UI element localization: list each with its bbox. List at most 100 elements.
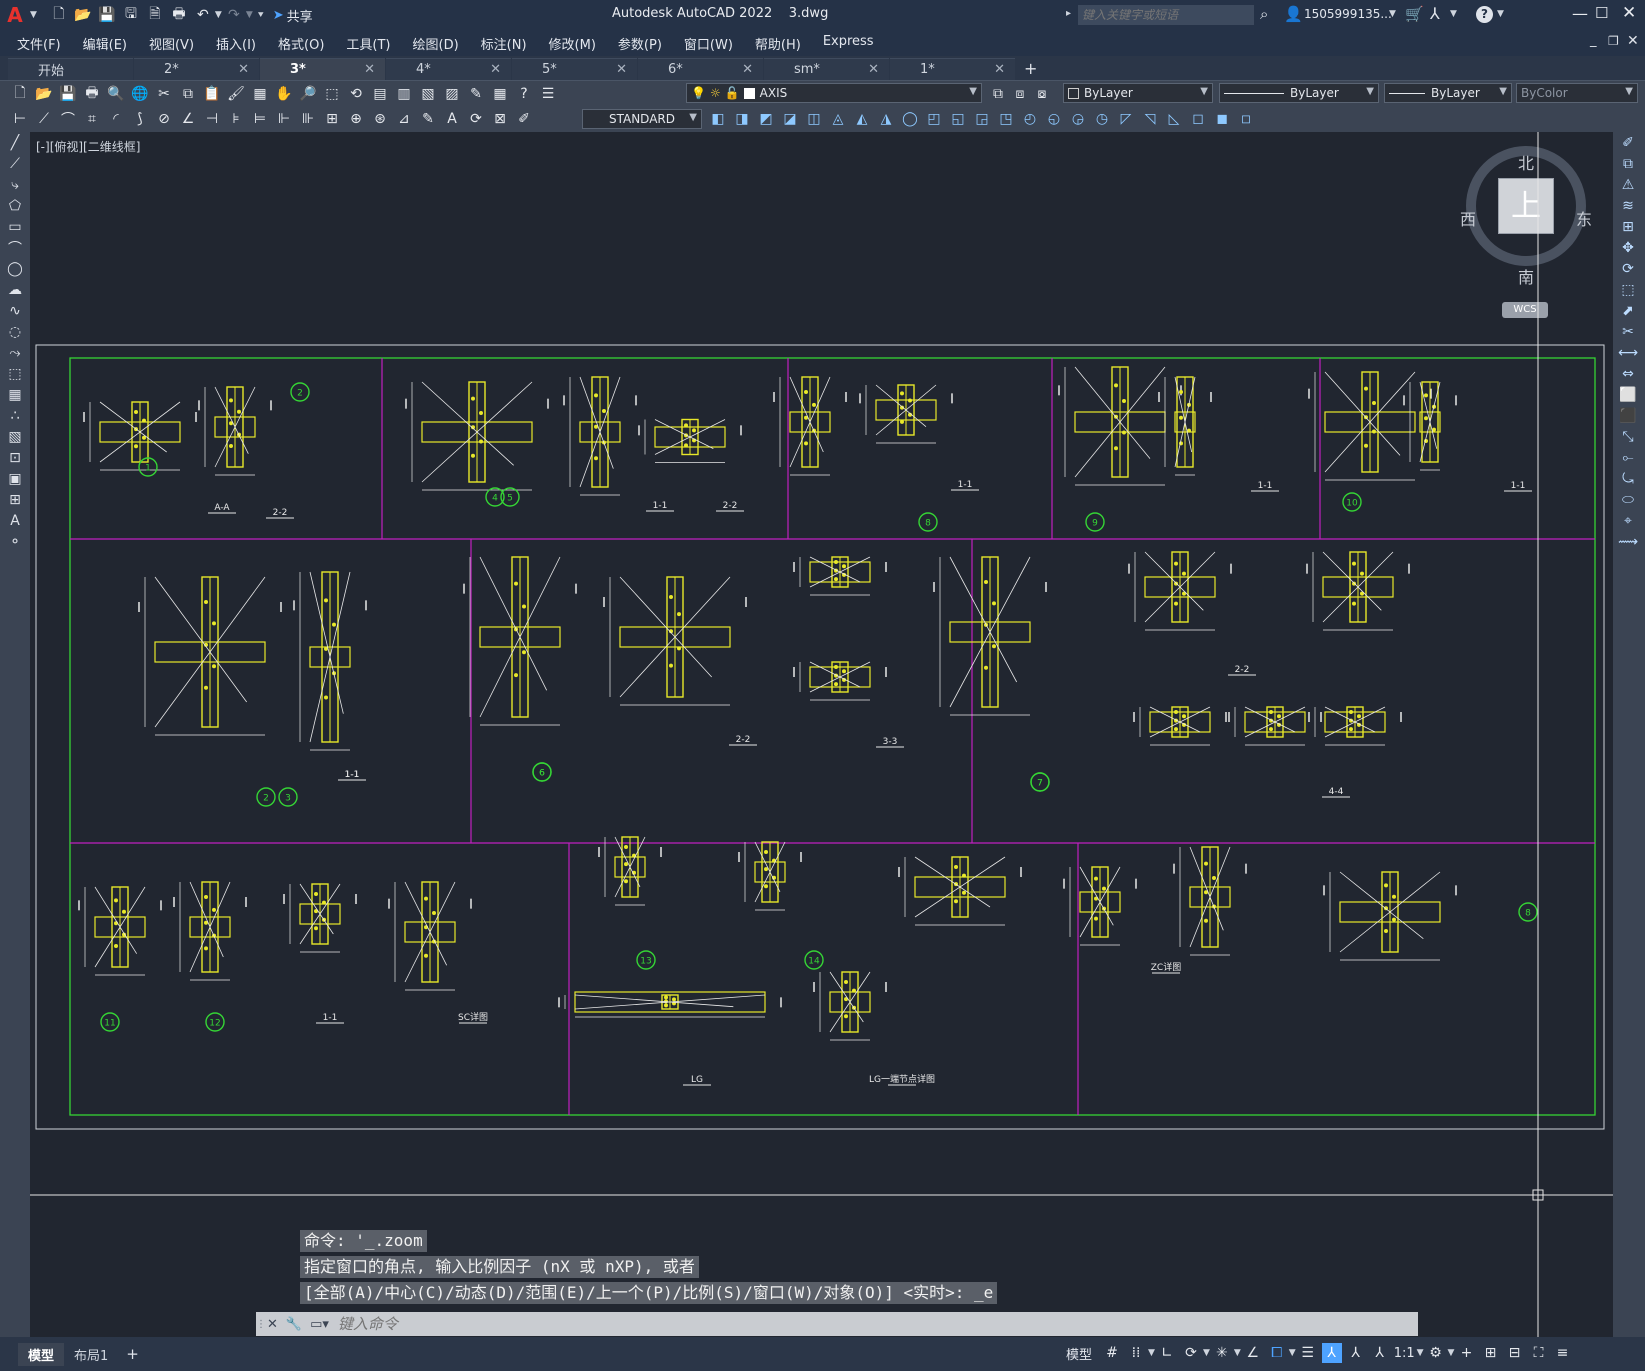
move-icon[interactable]: ✥	[1622, 240, 1634, 256]
dim-jogged-icon[interactable]: ⟆	[137, 111, 143, 127]
scale-dropdown-icon[interactable]: ▼	[1416, 1348, 1424, 1358]
mirror-icon[interactable]: ⚠	[1621, 177, 1635, 193]
scale-icon[interactable]: ⬚	[1621, 282, 1635, 298]
dim-update-icon[interactable]: ⟳	[470, 111, 482, 127]
box-icon[interactable]: ◳	[999, 111, 1013, 127]
clean-screen-icon[interactable]: ⛶	[1533, 1345, 1544, 1361]
qnew-icon[interactable]: 🗋	[14, 84, 26, 101]
search-expand-icon[interactable]: ▸	[1066, 8, 1072, 19]
paste-icon[interactable]: 📋	[203, 85, 221, 102]
compass-east[interactable]: 东	[1576, 210, 1593, 229]
doc-minimize-icon[interactable]: _	[1590, 33, 1597, 48]
web-mobile-icon[interactable]: 🗎	[149, 6, 161, 22]
doc-restore-icon[interactable]: ❐	[1608, 34, 1619, 48]
tolerance-icon[interactable]: ⊞	[326, 111, 338, 127]
zoom-realtime-icon[interactable]: 🔎	[299, 85, 317, 102]
compass-south[interactable]: 南	[1518, 268, 1535, 287]
inspect-icon[interactable]: ⊛	[374, 111, 386, 127]
color-combo[interactable]: ByLayer ▼	[1063, 83, 1213, 103]
plot-icon[interactable]: 🖶	[85, 84, 99, 101]
stretch-icon[interactable]: ⬈	[1622, 303, 1634, 319]
maximize-icon[interactable]: ☐	[1595, 4, 1609, 22]
insert-block-icon[interactable]: ⬚	[8, 366, 22, 382]
spline-icon[interactable]: ∿	[9, 303, 21, 319]
minimize-icon[interactable]: —	[1572, 4, 1588, 23]
open-file-icon[interactable]: 📂	[74, 7, 92, 23]
app-logo[interactable]: A	[7, 3, 23, 27]
menu-item[interactable]: 窗口(W)	[683, 37, 733, 53]
arc-icon[interactable]: ⌒	[8, 241, 22, 257]
new-tab-button[interactable]: +	[1024, 59, 1038, 78]
document-tab[interactable]: 6*✕	[638, 58, 763, 80]
line-icon[interactable]: ╱	[10, 135, 20, 151]
revolve-icon[interactable]: ◺	[1168, 111, 1180, 127]
zoom-previous-icon[interactable]: ⟲	[350, 85, 362, 102]
tab-close-icon[interactable]: ✕	[364, 62, 375, 77]
dim-diameter-icon[interactable]: ⊘	[158, 111, 170, 127]
hatch-icon[interactable]: ◫	[807, 111, 821, 127]
gradient-icon[interactable]: ⊡	[9, 450, 21, 466]
dim-linear-icon[interactable]: ⊢	[13, 111, 27, 127]
region-icon[interactable]: ◭	[856, 111, 868, 127]
cart-icon[interactable]: 🛒	[1405, 5, 1424, 23]
undo-dropdown-icon[interactable]: ▼	[214, 10, 222, 20]
wblock-icon[interactable]: ◩	[759, 111, 773, 127]
user-icon[interactable]: 👤	[1284, 5, 1303, 23]
workspace-dropdown-icon[interactable]: ▼	[1447, 1348, 1455, 1358]
break-at-point-icon[interactable]: ⇔	[1622, 366, 1634, 382]
autoscale-icon[interactable]: ⅄	[1351, 1345, 1360, 1361]
markup-icon[interactable]: ✎	[470, 85, 482, 102]
wcs-menu[interactable]: WCS	[1502, 302, 1548, 318]
modify-more-icon[interactable]: ⟿	[1617, 534, 1639, 550]
erase-icon[interactable]: ✐	[1622, 135, 1634, 151]
command-line-grip[interactable]: ⋮	[256, 1318, 266, 1330]
ellipse-icon[interactable]: ◌	[8, 324, 22, 340]
document-tab[interactable]: sm*✕	[764, 58, 889, 80]
block-editor-icon[interactable]: ▦	[253, 85, 267, 102]
rectangle-icon[interactable]: ▭	[8, 219, 22, 235]
array-icon[interactable]: ⊞	[1622, 219, 1634, 235]
fillet-icon[interactable]: ⟜	[1622, 450, 1634, 466]
menu-item[interactable]: 视图(V)	[148, 37, 195, 53]
layer-match-icon[interactable]: ⧉	[993, 86, 1003, 102]
command-customize-icon[interactable]: 🔧	[285, 1316, 303, 1332]
document-tab[interactable]: 5*✕	[512, 58, 637, 80]
torus-icon[interactable]: ◷	[1095, 111, 1109, 127]
dim-baseline-icon[interactable]: ⊧	[232, 111, 240, 127]
menu-item[interactable]: 帮助(H)	[754, 37, 801, 53]
snap-icon[interactable]: ⁞⁞	[1131, 1345, 1141, 1361]
copy-icon[interactable]: ⧉	[1623, 156, 1633, 172]
layer-previous-icon[interactable]: ⧈	[1015, 86, 1025, 102]
search-icon[interactable]: ⌕	[1260, 5, 1269, 23]
redo-dropdown-icon[interactable]: ▼	[245, 10, 253, 20]
dim-angular-icon[interactable]: ∠	[181, 111, 195, 127]
circle-icon[interactable]: ◯	[7, 261, 23, 277]
model-space-toggle[interactable]: 模型	[1066, 1347, 1093, 1363]
polyline-icon[interactable]: ⤷	[11, 177, 19, 193]
workspace-gear-icon[interactable]: ⚙	[1429, 1345, 1442, 1361]
compass-west[interactable]: 西	[1460, 210, 1477, 229]
solid-icon[interactable]: ◲	[975, 111, 989, 127]
hatch-icon[interactable]: ▧	[8, 429, 22, 445]
copy-icon[interactable]: ⧉	[183, 85, 193, 102]
menu-item[interactable]: 工具(T)	[346, 37, 391, 53]
save-icon[interactable]: 💾	[59, 85, 77, 102]
redo-icon[interactable]: ↷	[227, 7, 240, 23]
annotation-visibility-icon[interactable]: ⅄	[1321, 1343, 1342, 1363]
isodraft-icon[interactable]: ✳	[1215, 1345, 1228, 1361]
dim-style-icon[interactable]: ⊠	[494, 111, 506, 127]
document-tab[interactable]: 开始	[8, 58, 133, 80]
menu-item[interactable]: 格式(O)	[278, 37, 325, 53]
menu-item[interactable]: 绘图(D)	[412, 37, 459, 53]
lineweight-display-icon[interactable]: ☰	[1301, 1345, 1314, 1361]
user-account[interactable]: 1505999135...	[1304, 7, 1392, 21]
lineweight-combo[interactable]: ByLayer ▼	[1384, 83, 1512, 103]
point-icon[interactable]: ◯	[902, 111, 918, 127]
gradient-icon[interactable]: ◬	[832, 111, 844, 127]
layout-tab-model[interactable]: 模型	[18, 1342, 65, 1366]
undo-icon[interactable]: ↶	[197, 7, 209, 23]
dim-space-icon[interactable]: ⊩	[277, 111, 291, 127]
tool-palettes-icon[interactable]: ▧	[421, 85, 435, 102]
help-search-input[interactable]	[1078, 5, 1254, 25]
